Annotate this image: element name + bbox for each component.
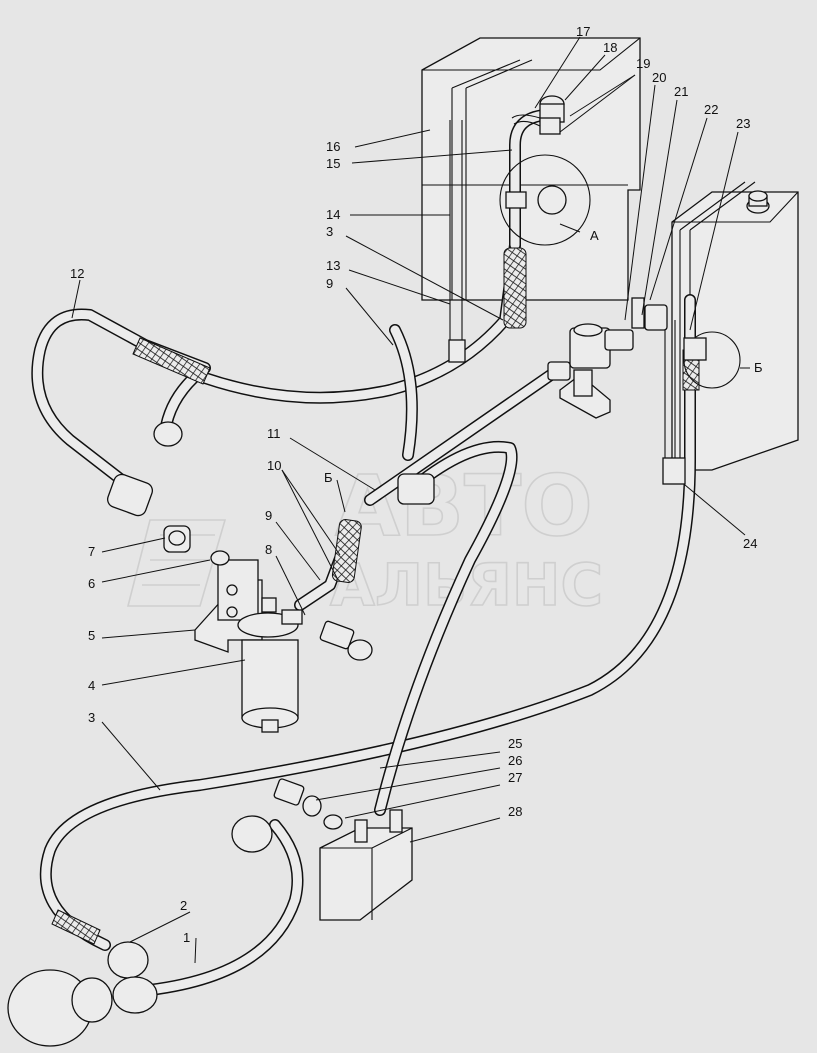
callout-17: 17 xyxy=(576,24,590,39)
callout-3-upper: 3 xyxy=(326,224,333,239)
watermark-text-1: АВТО xyxy=(335,457,593,555)
braided-hoses xyxy=(51,247,700,945)
auxiliary-fuel-tank xyxy=(671,181,799,471)
callout-13: 13 xyxy=(326,258,340,273)
main-fuel-tank xyxy=(421,37,641,301)
callout-21: 21 xyxy=(674,84,688,99)
callout-10: 10 xyxy=(267,458,281,473)
callout-27: 27 xyxy=(508,770,522,785)
callout-19: 19 xyxy=(636,56,650,71)
callout-8: 8 xyxy=(265,542,272,557)
callout-1: 1 xyxy=(183,930,190,945)
callout-20: 20 xyxy=(652,70,666,85)
callout-22: 22 xyxy=(704,102,718,117)
fuel-filter xyxy=(194,559,303,733)
callout-25: 25 xyxy=(508,736,522,751)
watermark-logo: АВТО АЛЬЯНС xyxy=(126,456,604,620)
callout-12: 12 xyxy=(70,266,84,281)
callout-9-upper: 9 xyxy=(326,276,333,291)
callout-14: 14 xyxy=(326,207,340,222)
view-label-a: А xyxy=(590,228,599,243)
callout-16: 16 xyxy=(326,139,340,154)
relay-box xyxy=(319,809,413,921)
callout-11: 11 xyxy=(267,426,281,441)
callout-7: 7 xyxy=(88,544,95,559)
callout-15: 15 xyxy=(326,156,340,171)
callout-5: 5 xyxy=(88,628,95,643)
callout-18: 18 xyxy=(603,40,617,55)
fuel-valve-assembly xyxy=(547,297,668,419)
callout-9-lower: 9 xyxy=(265,508,272,523)
callout-labels: 1 2 3 3 4 5 6 7 8 9 9 10 11 12 13 14 15 … xyxy=(70,24,763,945)
callout-24: 24 xyxy=(743,536,757,551)
callout-23: 23 xyxy=(736,116,750,131)
view-label-b-left: Б xyxy=(324,470,333,485)
callout-2: 2 xyxy=(180,898,187,913)
leader-lines xyxy=(71,36,750,964)
view-label-b-right: Б xyxy=(754,360,763,375)
callout-26: 26 xyxy=(508,753,522,768)
callout-3: 3 xyxy=(88,710,95,725)
clamp-and-fittings xyxy=(448,95,741,485)
callout-28: 28 xyxy=(508,804,522,819)
callout-4: 4 xyxy=(88,678,95,693)
callout-6: 6 xyxy=(88,576,95,591)
small-parts xyxy=(7,421,435,1047)
